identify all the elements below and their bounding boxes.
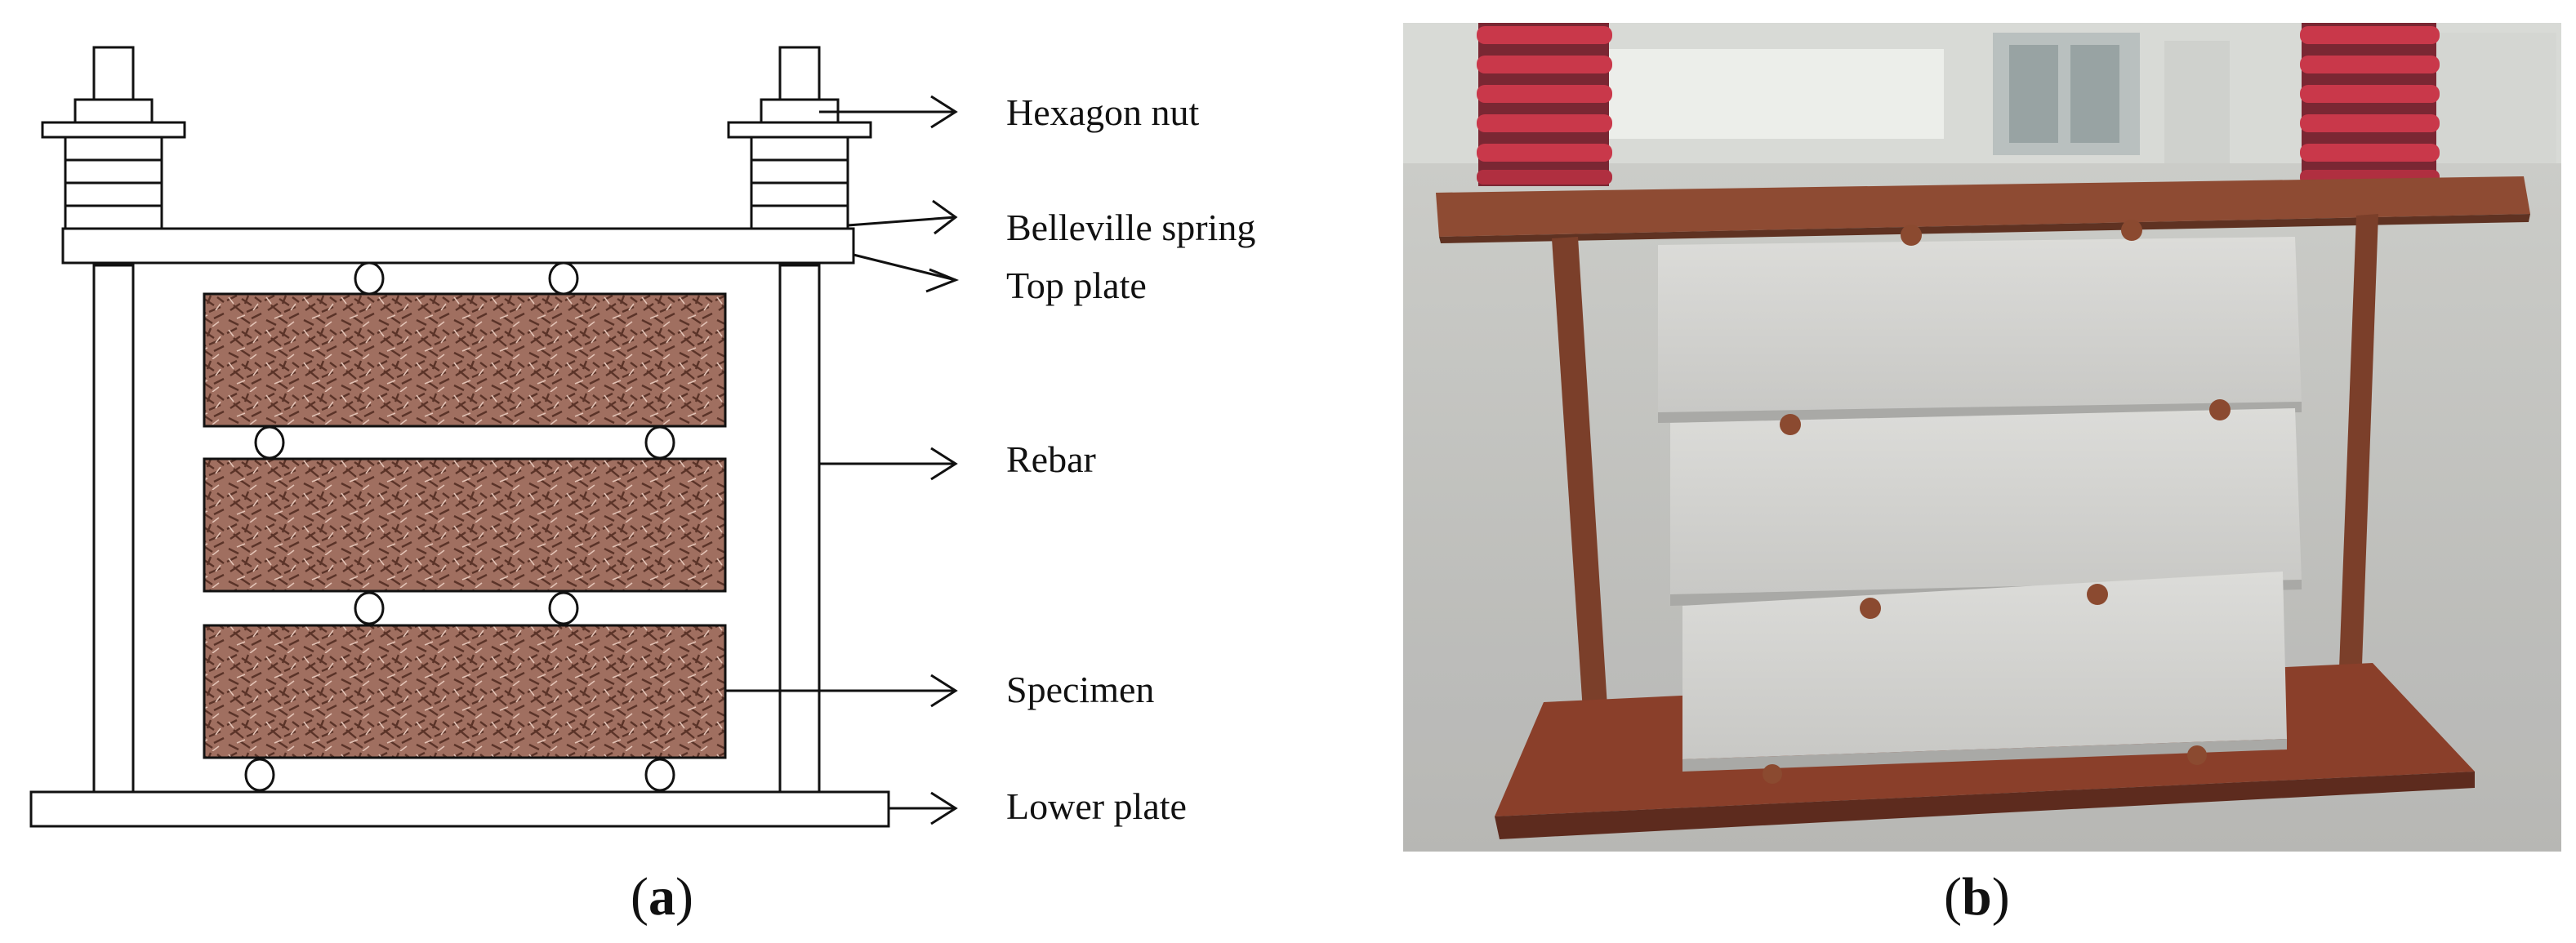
label-belleville-spring: Belleville spring: [1006, 207, 1255, 248]
photo-rebar-left: [1552, 237, 1611, 761]
label-top-plate: Top plate: [1006, 265, 1147, 306]
label-rebar: Rebar: [1006, 438, 1096, 480]
photo-specimen-bottom: [1682, 572, 2287, 759]
photo-specimen-middle: [1670, 408, 2302, 594]
schematic-diagram: [29, 46, 890, 828]
label-hexagon-nut: Hexagon nut: [1006, 91, 1200, 133]
specimen-top: [203, 292, 727, 428]
coil-spring-left: [1477, 23, 1612, 186]
rebar-left: [92, 264, 135, 794]
caption-a: (a): [631, 867, 693, 927]
specimen-bottom: [203, 624, 727, 759]
caption-b: (b): [1944, 867, 2010, 927]
photo-rebar-right: [2338, 214, 2378, 712]
photograph: [1403, 23, 2561, 852]
coil-spring-right: [2300, 23, 2440, 186]
roller-pins: [244, 261, 675, 792]
photo-specimen-top: [1658, 237, 2302, 412]
right-fastener: [727, 46, 872, 230]
photo-pins: [1763, 220, 2231, 784]
label-lower-plate: Lower plate: [1006, 785, 1187, 827]
top-plate-shape: [61, 227, 855, 265]
rebar-right: [778, 264, 821, 794]
specimen-middle: [203, 457, 727, 593]
photo-top-plate: [1436, 176, 2530, 237]
lower-plate-shape: [29, 790, 890, 828]
left-fastener: [41, 46, 186, 230]
label-specimen: Specimen: [1006, 669, 1154, 710]
leader-lines: [725, 95, 960, 825]
